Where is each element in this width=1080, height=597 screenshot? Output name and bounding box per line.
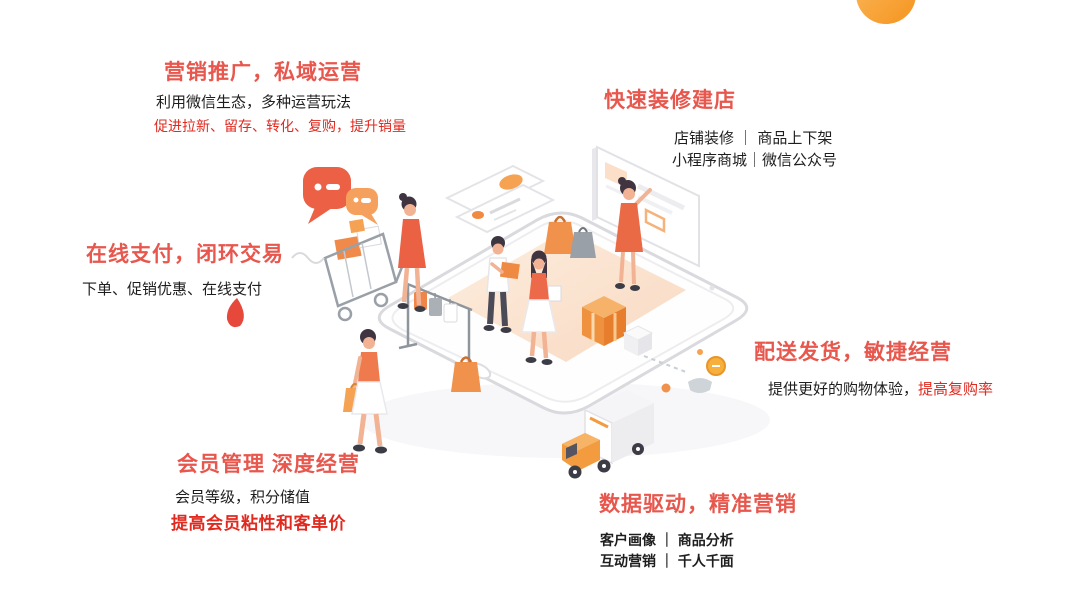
store-screen-icon [592,145,700,268]
feature-payment-title: 在线支付，闭环交易 [86,243,284,266]
feature-store-title: 快速装修建店 [604,89,736,112]
person-holding-box [483,236,520,333]
delivery-truck-icon [562,390,654,479]
feature-store-line2: 小程序商城｜微信公众号 [672,152,838,169]
feature-marketing-line2: 促进拉新、留存、转化、复购，提升销量 [154,118,406,134]
feature-data-title: 数据驱动，精准营销 [599,493,797,516]
feature-payment-line1: 下单、促销优惠、在线支付 [82,281,263,298]
feature-delivery-line1-black: 提供更好的购物体验， [768,381,919,398]
wechat-icon [303,167,378,225]
payment-hand-coin-icon [643,349,726,393]
feature-membership-title: 会员管理 深度经营 [177,453,360,476]
feature-marketing-line1: 利用微信生态，多种运营玩法 [156,94,352,111]
feature-data-line1: 客户画像 ｜ 商品分析 [600,532,734,548]
credit-cards-icon [444,164,556,234]
red-drop-icon [226,298,244,328]
phone-shadow [360,382,770,458]
squiggle-decoration [291,252,325,264]
camera-dot [709,285,715,291]
feature-marketing-title: 营销推广，私域运营 [164,61,362,84]
feature-store-line1: 店铺装修 ｜ 商品上下架 [674,130,833,147]
feature-delivery-line1-red: 提高复购率 [918,381,994,398]
package-boxes-icon [582,296,654,356]
orange-bag-icon [451,356,481,392]
person-with-bag [343,329,388,454]
feature-delivery-title: 配送发货，敏捷经营 [754,341,952,364]
corner-orange-circle [856,0,916,24]
person-pushing-cart [397,193,426,312]
feature-delivery-line1: 提供更好的购物体验，提高复购率 [768,378,993,399]
shopping-bags-icon [544,215,596,258]
feature-membership-line2: 提高会员粘性和客单价 [171,514,346,533]
person-editing-screen [615,177,652,291]
feature-data-line2: 互动营销 ｜ 千人千面 [600,553,734,569]
person-shopping-center [521,250,562,365]
feature-membership-line1: 会员等级，积分储值 [175,489,311,506]
